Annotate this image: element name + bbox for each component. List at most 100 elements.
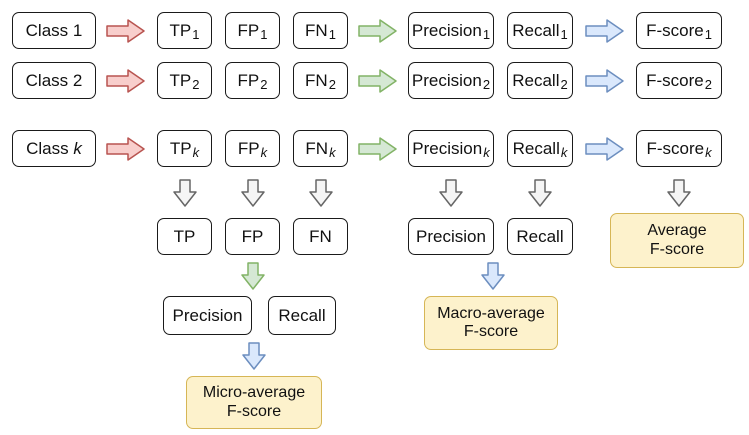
fp-2-label: FP <box>237 70 260 90</box>
recall-2-subscript: 2 <box>560 77 568 93</box>
micro-fn-label: FN <box>309 226 332 246</box>
fp-1-subscript: 1 <box>260 27 268 43</box>
down-arrow-icon <box>242 342 266 370</box>
class-k-label: Class <box>26 138 69 158</box>
micro-recall-label: Recall <box>278 305 326 325</box>
right-arrow-icon <box>585 19 624 43</box>
down-arrow-icon <box>173 179 197 207</box>
precision-2-subscript: 2 <box>482 77 491 93</box>
right-arrow-icon <box>585 137 624 161</box>
tp-2-label: TP <box>169 70 192 90</box>
down-arrow-icon <box>309 179 333 207</box>
recall-k-label: Recall <box>512 138 560 158</box>
recall-k-subscript: k <box>560 145 568 161</box>
micro-fp-box: FP <box>225 218 280 255</box>
average-line1: Average <box>647 222 707 240</box>
fn-2-subscript: 2 <box>328 77 336 93</box>
micro-tp-box: TP <box>157 218 212 255</box>
class-k-index: k <box>73 138 82 158</box>
right-arrow-icon <box>358 19 397 43</box>
micro-average-line2: F-score <box>226 402 282 420</box>
precision-k-label: Precision <box>412 138 483 158</box>
right-arrow-icon <box>106 69 145 93</box>
fn-2-label: FN <box>305 70 328 90</box>
macro-average-line1: Macro-average <box>437 304 545 322</box>
macro-recall-box: Recall <box>507 218 573 255</box>
class-k-box: Class k <box>12 130 96 167</box>
macro-precision-box: Precision <box>408 218 494 255</box>
tp-2-subscript: 2 <box>192 77 200 93</box>
fn-1-subscript: 1 <box>328 27 336 43</box>
down-arrow-icon <box>667 179 691 207</box>
fp-1-label: FP <box>237 20 260 40</box>
average-fscore-box: Average F-score <box>610 213 744 268</box>
down-arrow-icon <box>528 179 552 207</box>
down-arrow-icon <box>439 179 463 207</box>
fscore-2-label: F-score <box>646 70 704 90</box>
micro-precision-box: Precision <box>163 296 252 335</box>
precision-2-label: Precision <box>411 70 482 90</box>
class-2-index: 2 <box>72 70 83 90</box>
down-arrow-icon <box>241 179 265 207</box>
micro-tp-label: TP <box>173 226 196 246</box>
fn-k-label: FN <box>305 138 329 158</box>
fp-2-subscript: 2 <box>260 77 268 93</box>
macro-average-fscore-box: Macro-average F-score <box>424 296 558 350</box>
fscore-1-subscript: 1 <box>704 27 712 43</box>
macro-precision-label: Precision <box>416 226 486 246</box>
right-arrow-icon <box>106 19 145 43</box>
micro-fn-box: FN <box>293 218 348 255</box>
tp-1-label: TP <box>169 20 192 40</box>
right-arrow-icon <box>358 137 397 161</box>
micro-recall-box: Recall <box>268 296 336 335</box>
tp-k-subscript: k <box>192 145 200 161</box>
micro-precision-label: Precision <box>172 305 243 325</box>
class-2-box: Class 2 <box>12 62 96 99</box>
fscore-2-subscript: 2 <box>704 77 712 93</box>
fp-k-subscript: k <box>260 145 268 161</box>
right-arrow-icon <box>358 69 397 93</box>
micro-fp-label: FP <box>241 226 264 246</box>
class-1-box: Class 1 <box>12 12 96 49</box>
fscore-1-label: F-score <box>646 20 704 40</box>
class-1-label: Class <box>25 20 69 40</box>
down-arrow-icon <box>481 262 505 290</box>
right-arrow-icon <box>106 137 145 161</box>
class-2-label: Class <box>25 70 69 90</box>
tp-1-subscript: 1 <box>192 27 200 43</box>
class-1-index: 1 <box>72 20 83 40</box>
recall-1-label: Recall <box>512 20 560 40</box>
right-arrow-icon <box>585 69 624 93</box>
down-arrow-icon <box>241 262 265 290</box>
recall-1-subscript: 1 <box>560 27 568 43</box>
fn-1-label: FN <box>305 20 328 40</box>
recall-2-label: Recall <box>512 70 560 90</box>
precision-1-label: Precision <box>411 20 482 40</box>
macro-average-line2: F-score <box>463 323 519 340</box>
tp-k-label: TP <box>169 138 192 158</box>
micro-average-fscore-box: Micro-average F-score <box>186 376 322 429</box>
fn-k-subscript: k <box>329 145 336 161</box>
fscore-k-label: F-score <box>646 138 705 158</box>
precision-k-subscript: k <box>483 145 490 161</box>
fp-k-label: FP <box>237 138 260 158</box>
average-line2: F-score <box>649 240 705 258</box>
precision-1-subscript: 1 <box>482 27 491 43</box>
